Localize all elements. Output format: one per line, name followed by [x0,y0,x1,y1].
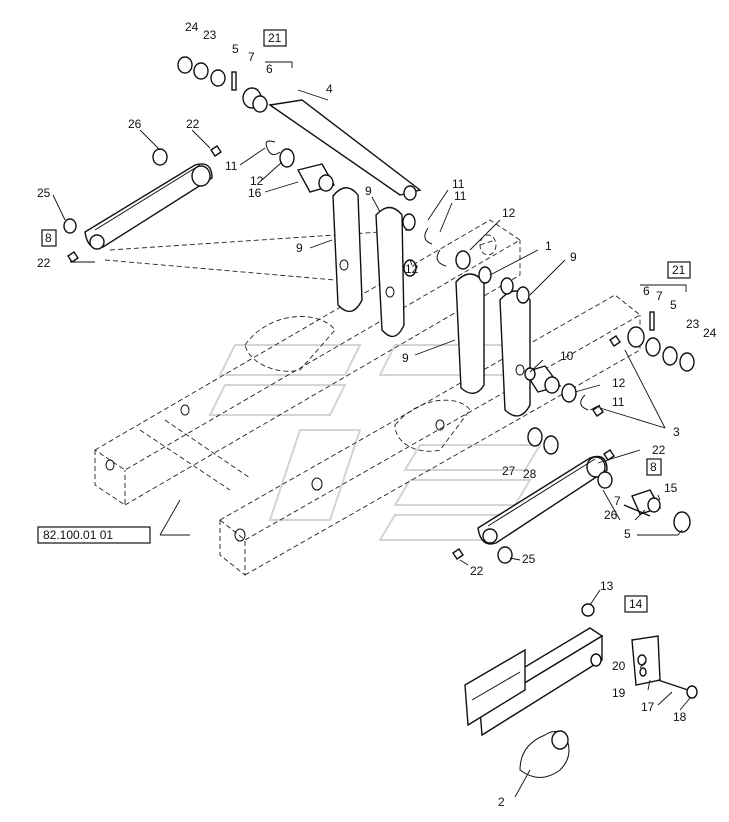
label-17: 17 [641,700,655,714]
label-15: 15 [664,481,678,495]
label-10: 10 [560,349,574,363]
shaft [268,99,422,201]
watermark-logo [208,344,542,541]
callout-8-right: 8 [650,460,657,474]
label-26-left: 26 [128,117,142,131]
label-11-left: 11 [225,159,238,173]
top-washer-stack [177,56,268,113]
reference-callout[interactable]: 82.100.01 01 [37,526,151,544]
label-23-right: 23 [686,317,700,331]
label-7-top: 7 [248,50,255,64]
callout-21-right: 21 [672,263,686,277]
label-13: 13 [600,579,614,593]
label-5-right: 5 [670,298,677,312]
label-20: 20 [612,659,626,673]
label-9-b: 9 [365,184,372,198]
label-1: 1 [545,239,552,253]
label-6-top: 6 [266,62,273,76]
upper-link-arm [63,145,222,263]
label-9-d: 9 [402,351,409,365]
label-3: 3 [673,425,680,439]
label-12-d: 12 [612,376,626,390]
right-washer-stack [609,311,695,372]
label-6-right: 6 [643,284,650,298]
callout-8-left: 8 [45,231,52,245]
label-4: 4 [326,82,333,96]
label-27: 27 [502,464,516,478]
callout-14: 14 [629,597,643,611]
label-9-c: 9 [570,250,577,264]
callout-21-top: 21 [268,31,282,45]
right-pin-set [523,365,604,417]
label-26-right: 26 [604,508,618,522]
label-12-b: 12 [502,206,516,220]
label-11-c: 11 [454,189,467,203]
bracket-assembly [464,603,698,778]
label-25-left: 25 [37,186,51,200]
label-5-lower: 5 [624,527,631,541]
frame-outline [94,219,641,576]
label-28: 28 [523,467,537,481]
label-11-b: 11 [452,177,465,191]
label-24-top: 24 [185,20,199,34]
label-11-d: 11 [612,395,625,409]
label-22-right: 22 [652,443,666,457]
label-22-top-left: 22 [186,117,200,131]
lower-pin-set [623,489,691,533]
lower-link-arm [452,427,615,564]
label-12-left: 12 [250,174,264,188]
label-23-top: 23 [203,28,217,42]
label-19: 19 [612,686,626,700]
label-12-c: 12 [405,262,419,276]
label-24-right: 24 [703,326,717,340]
link-plates [332,187,531,417]
left-pin-set [265,140,336,193]
label-22-lower: 22 [470,564,484,578]
label-5-top: 5 [232,42,239,56]
label-16: 16 [248,186,262,200]
label-22-left: 22 [37,256,51,270]
label-9-a: 9 [296,241,303,255]
label-25-right: 25 [522,552,536,566]
part-number-labels: 24 23 5 7 6 4 26 22 25 22 11 12 16 9 9 1… [37,20,717,809]
label-2: 2 [498,795,505,809]
label-7-lower: 7 [614,494,621,508]
label-7-right: 7 [656,289,663,303]
leader-lines [52,61,691,798]
reference-label: 82.100.01 01 [43,528,113,542]
label-18: 18 [673,710,687,724]
boxed-callouts: 21 21 8 8 14 [41,29,691,613]
